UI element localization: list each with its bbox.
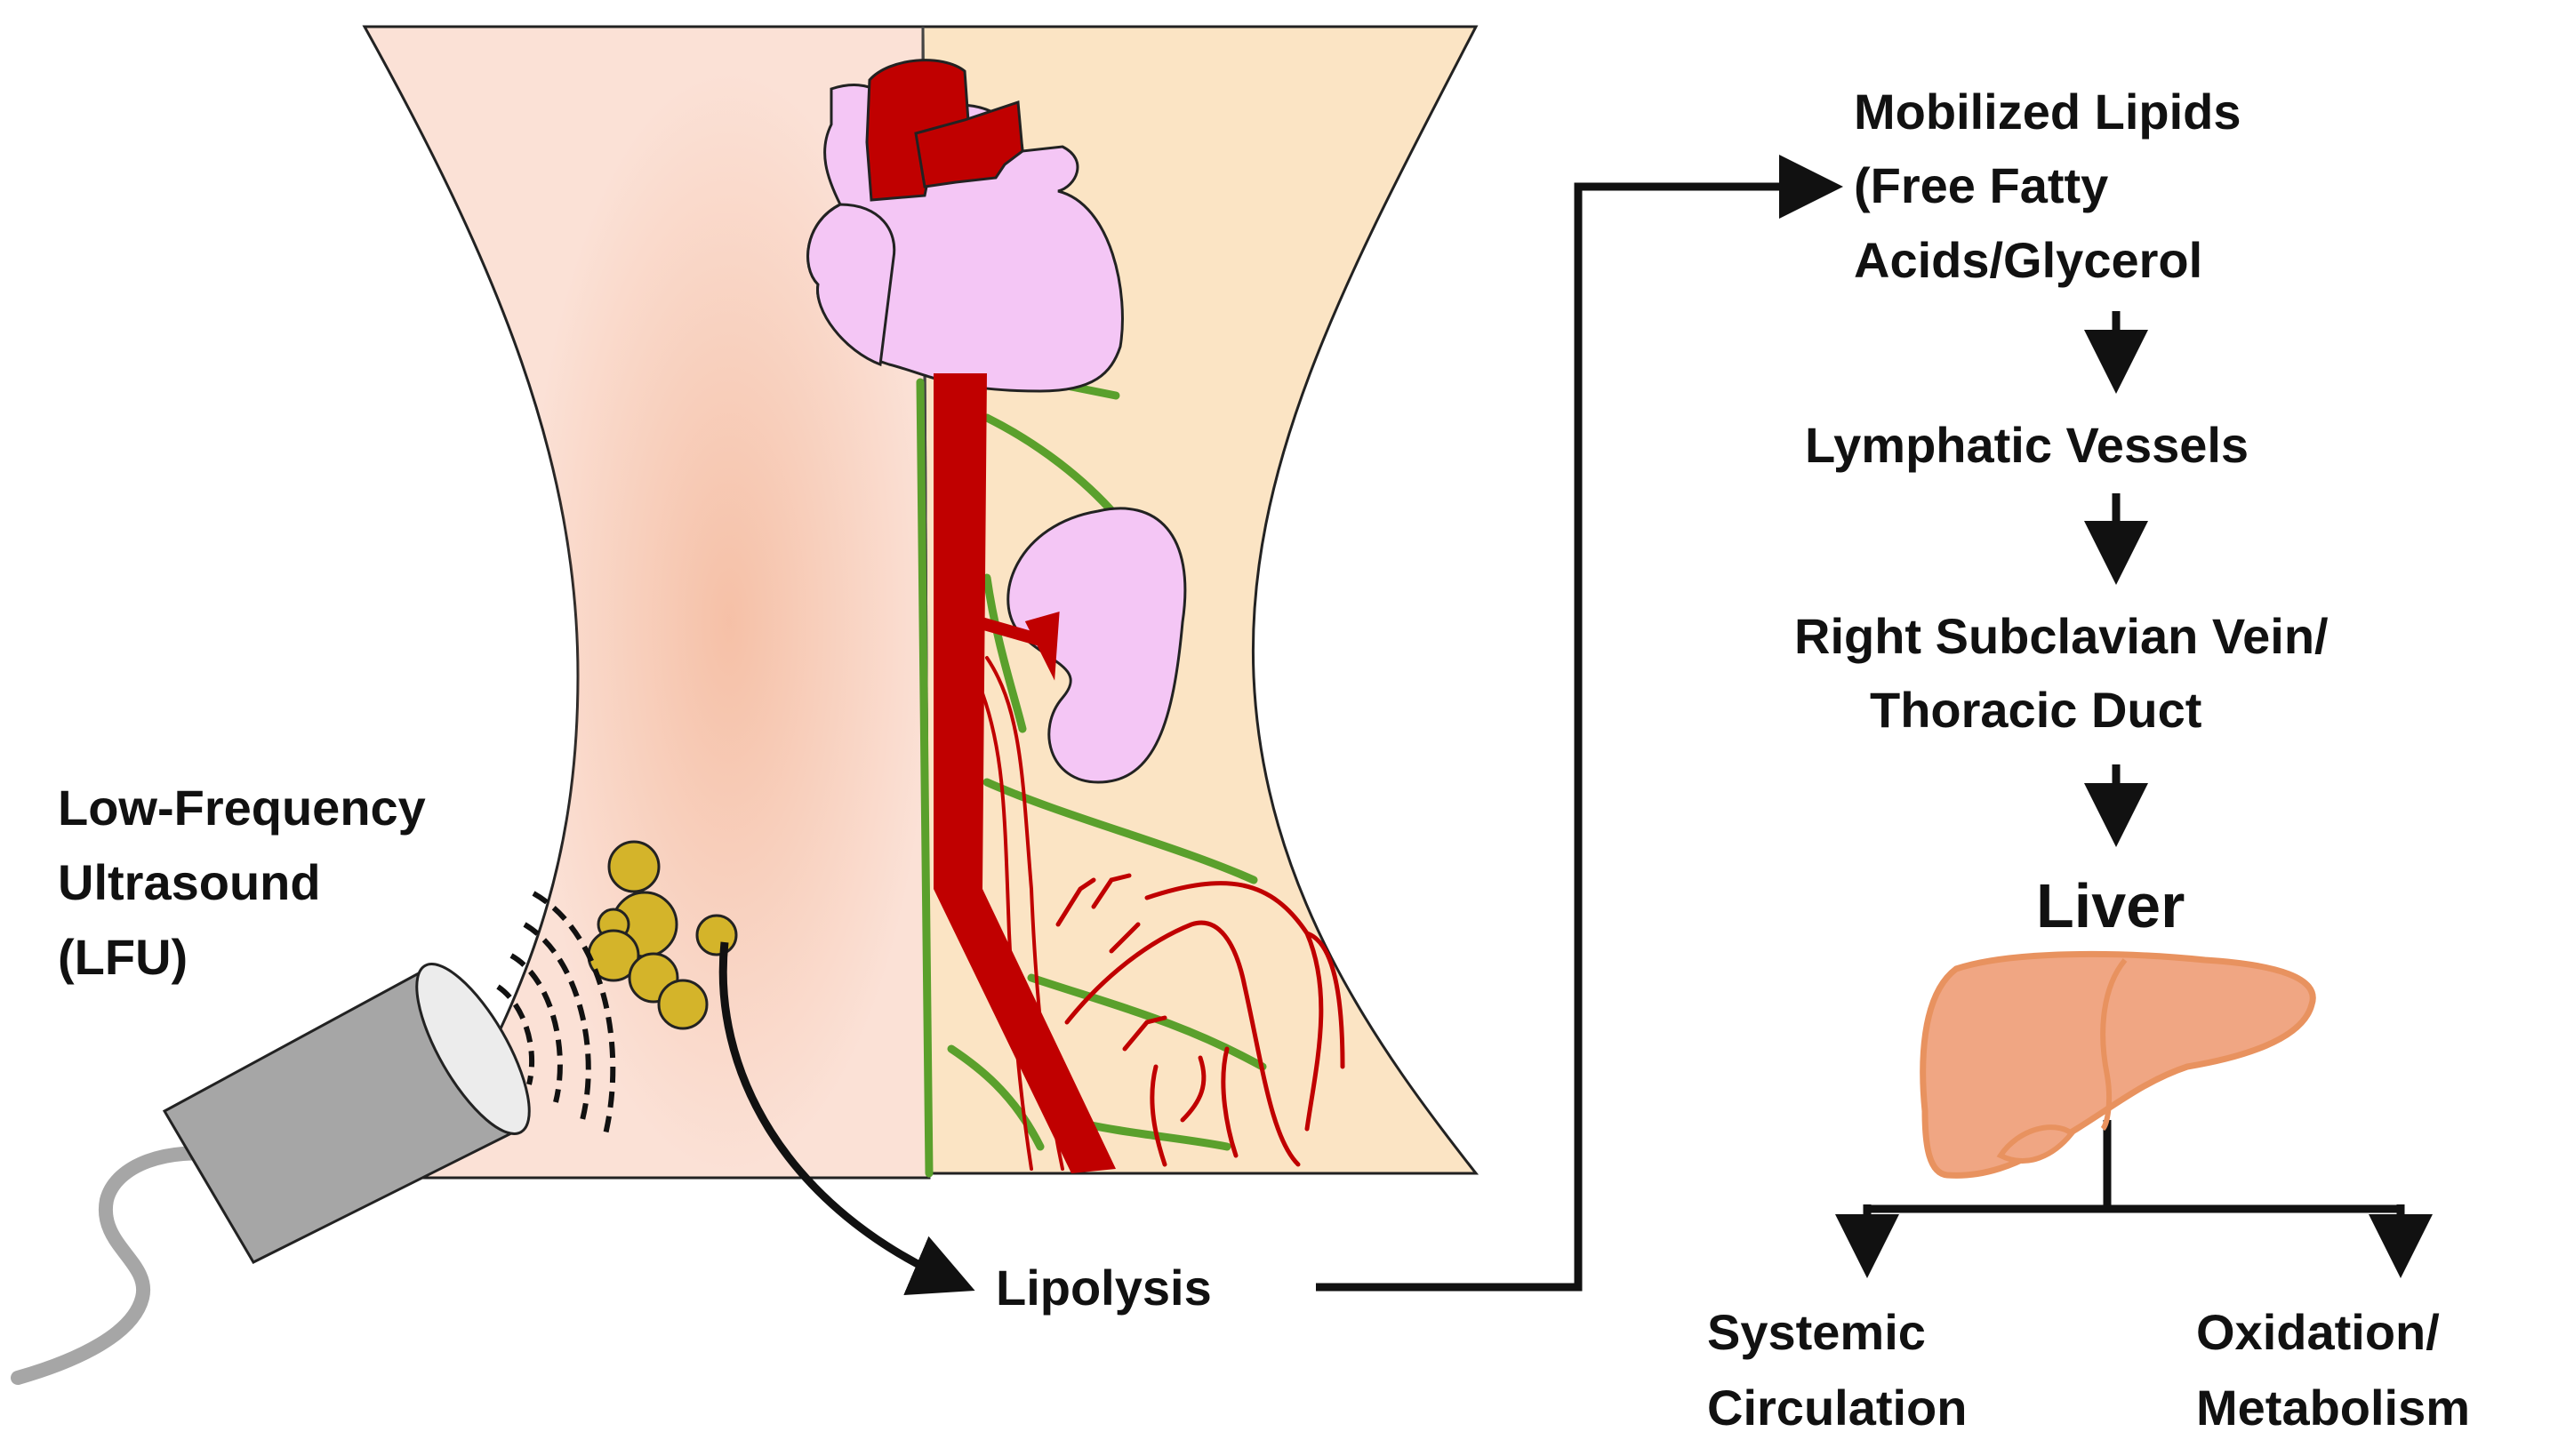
lfu-label-line3: (LFU) <box>58 929 188 985</box>
subclavian-line1: Right Subclavian Vein/ <box>1794 608 2329 664</box>
arrow-lipolysis-to-lipids <box>1316 155 1843 1292</box>
oxidation-line1: Oxidation/ <box>2196 1304 2440 1360</box>
oxidation-line2: Metabolism <box>2196 1380 2470 1436</box>
fat-cells <box>587 840 738 1030</box>
lipolysis-label: Lipolysis <box>996 1260 1212 1316</box>
fat-cell <box>607 840 661 893</box>
liver <box>1920 950 2316 1179</box>
mobilized-lipids-line1: Mobilized Lipids <box>1854 84 2241 140</box>
pulmonary-trunk <box>914 100 1024 188</box>
lymphatic-vessels-label: Lymphatic Vessels <box>1805 417 2249 473</box>
ultrasound-waves <box>496 891 616 1139</box>
heart <box>806 59 1124 393</box>
heart-left-chamber <box>806 203 896 367</box>
arrows <box>718 155 2433 1295</box>
fat-cell <box>695 914 738 956</box>
lfu-label-line2: Ultrasound <box>58 854 321 910</box>
fat-cell <box>657 979 709 1030</box>
mobilized-lipids-line3: Acids/Glycerol <box>1854 232 2202 288</box>
liver-label: Liver <box>2036 871 2185 940</box>
liver-lobe-divider <box>2100 958 2128 1132</box>
arrow-fat-to-lipolysis <box>718 941 975 1295</box>
lfu-label-line1: Low-Frequency <box>58 780 426 836</box>
gallbladder <box>1996 1124 2076 1164</box>
arrow-liver-split <box>1863 1120 2405 1258</box>
capillary-network <box>1046 873 1345 1167</box>
lymphatic-lines <box>916 378 1267 1178</box>
probe-face <box>415 963 531 1135</box>
systemic-line2: Circulation <box>1707 1380 1967 1436</box>
ultrasound-probe <box>11 963 531 1385</box>
liver-illustration <box>1920 950 2316 1179</box>
mobilized-lipids-line2: (Free Fatty <box>1854 157 2108 213</box>
systemic-line1: Systemic <box>1707 1304 1926 1360</box>
labels: Low-Frequency Ultrasound (LFU) Lipolysis… <box>58 84 2470 1436</box>
aorta <box>934 373 1116 1173</box>
probe-cable <box>11 1146 229 1385</box>
subclavian-line2: Thoracic Duct <box>1870 682 2201 738</box>
kidney <box>1006 507 1187 784</box>
anatomy <box>806 59 1345 1178</box>
